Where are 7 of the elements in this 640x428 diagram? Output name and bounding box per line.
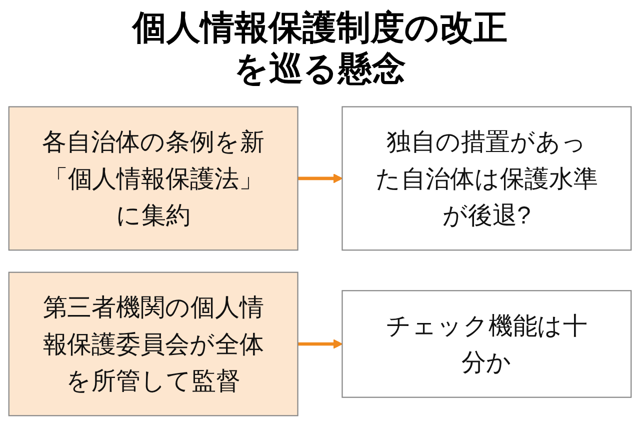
node-box: 独自の措置があった自治体は保護水準が後退? [342, 106, 632, 250]
arrow [298, 338, 343, 348]
node-box: 各自治体の条例を新「個人情報保護法」に集約 [8, 106, 298, 250]
node-box: 第三者機関の個人情報保護委員会が全体を所管して監督 [8, 271, 298, 416]
node-box: チェック機能は十分か [342, 290, 632, 398]
arrow [298, 173, 343, 183]
title: 個人情報保護制度の改正を巡る懸念 [130, 8, 508, 90]
